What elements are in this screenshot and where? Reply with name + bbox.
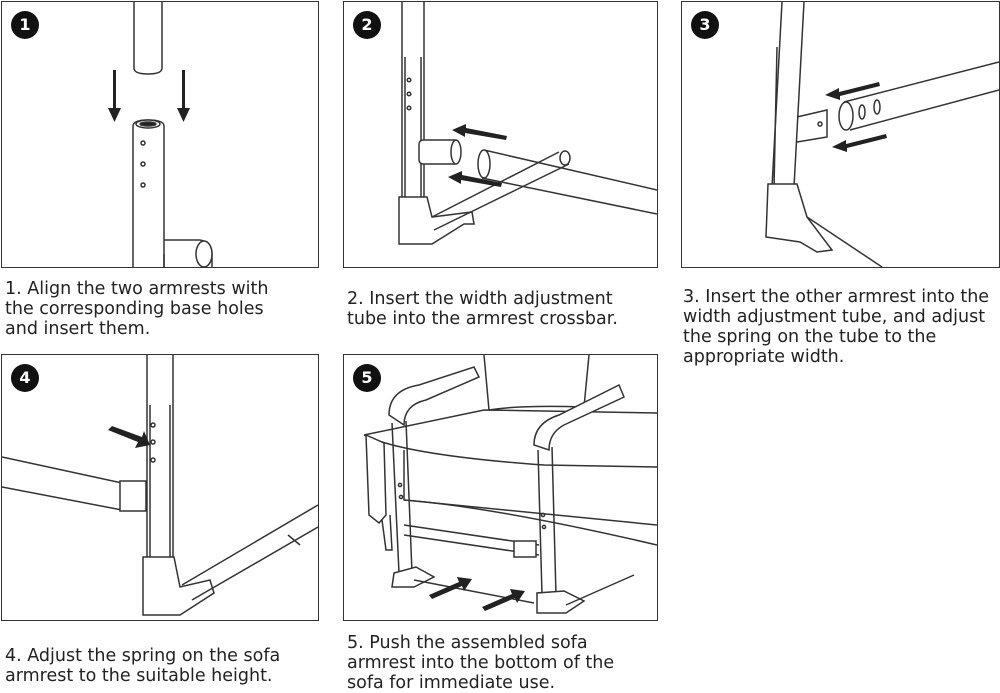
step-number-badge: 4 [11,364,39,392]
step-4-illustration [2,355,318,616]
step-1-panel: 1 [1,1,319,268]
caption-line: sofa for immediate use. [347,673,556,693]
step-2-caption: 2. Insert the width adjustment tube into… [347,289,618,329]
step-2-panel: 2 [343,1,658,268]
caption-line: tube into the armrest crossbar. [347,309,618,329]
step-3-illustration [765,2,999,267]
step-4-panel: 4 [1,354,319,621]
step-4-caption: 4. Adjust the spring on the sofa armrest… [5,646,280,686]
step-5-panel: 5 [343,354,658,621]
step-number-badge: 3 [691,11,719,39]
step-1-caption: 1. Align the two armrests with the corre… [5,279,268,339]
caption-line: 3. Insert the other armrest into the [683,287,990,307]
step-number-badge: 5 [353,364,381,392]
caption-line: the corresponding base holes [5,299,264,319]
caption-line: 1. Align the two armrests with [5,279,269,299]
step-number-badge: 2 [353,11,381,39]
caption-line: and insert them. [5,319,151,339]
caption-line: 5. Push the assembled sofa [347,633,588,653]
step-5-illustration [363,355,657,614]
step-1-illustration [108,2,213,267]
step-5-caption: 5. Push the assembled sofa armrest into … [347,633,614,693]
caption-line: 2. Insert the width adjustment [347,289,613,309]
step-3-panel: 3 [681,1,1000,268]
caption-line: armrest to the suitable height. [5,666,273,686]
caption-line: 4. Adjust the spring on the sofa [5,646,281,666]
caption-line: the spring on the tube to the [683,327,937,347]
caption-line: armrest into the bottom of the [347,653,615,673]
step-2-illustration [398,2,657,245]
step-3-caption: 3. Insert the other armrest into the wid… [683,287,989,367]
caption-line: width adjustment tube, and adjust [683,307,986,327]
caption-line: appropriate width. [683,347,845,367]
step-number-badge: 1 [11,11,39,39]
